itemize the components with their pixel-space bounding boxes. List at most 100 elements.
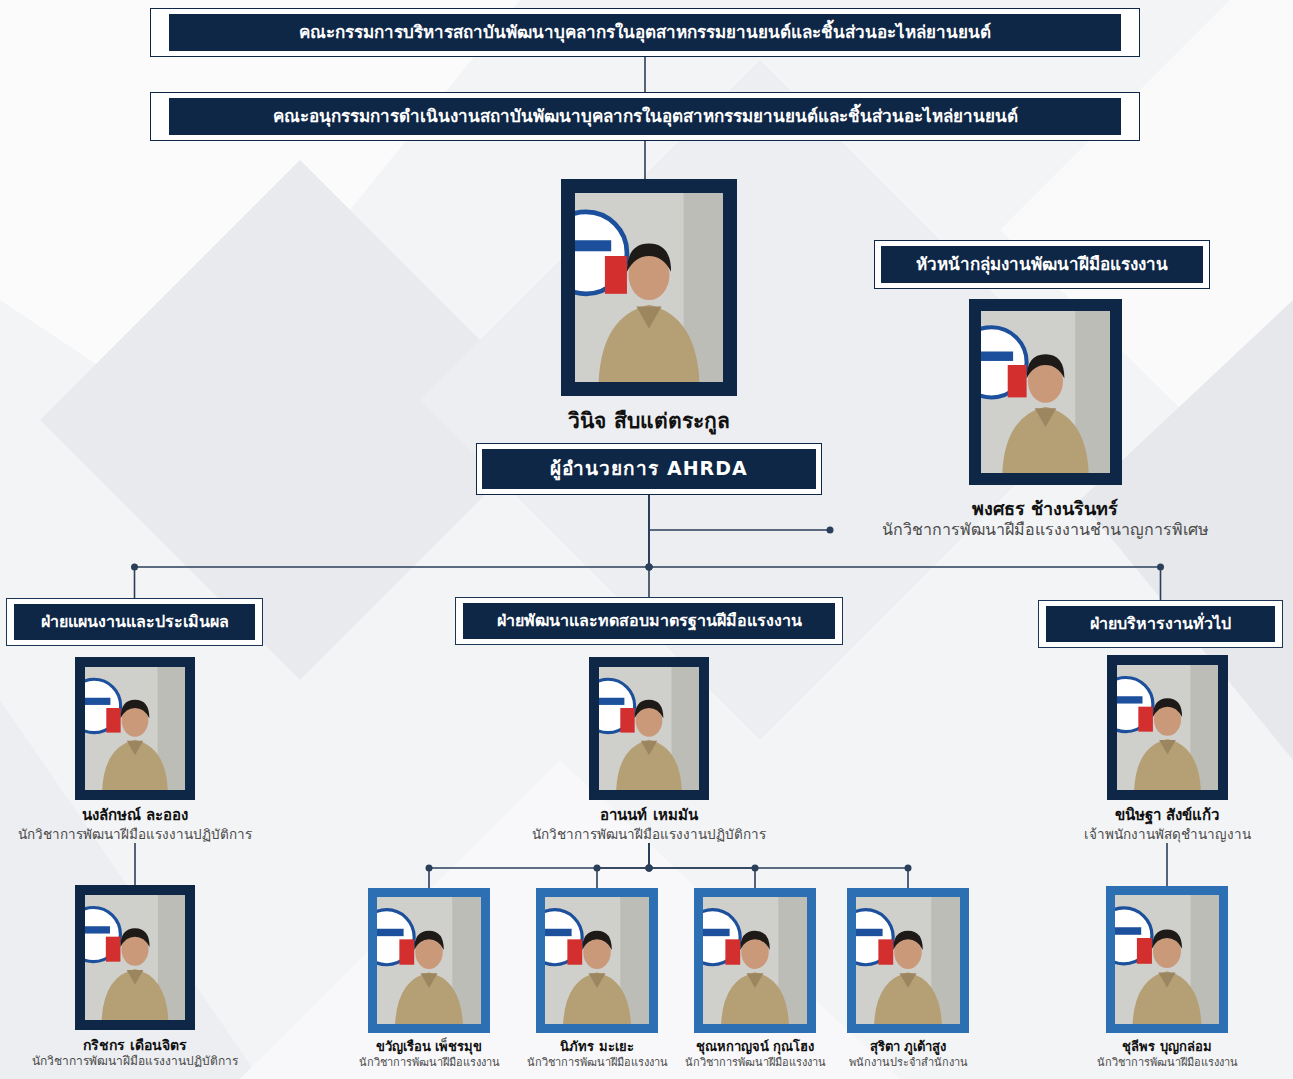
connector xyxy=(594,843,653,888)
logo-flag xyxy=(620,708,634,733)
person-name: นงลักษณ์ ละออง xyxy=(5,806,265,826)
person-name: นิภัทร มะเยะ xyxy=(521,1039,673,1056)
connector-line xyxy=(597,843,649,888)
logo-stripe xyxy=(575,240,611,251)
uniform xyxy=(102,740,168,790)
photo-frame xyxy=(969,299,1122,485)
logo-flag xyxy=(1138,707,1153,732)
band-frame: ฝ่ายบริหารงานทั่วไป xyxy=(1038,600,1283,648)
dept-node: ฝ่ายพัฒนาและทดสอบมาตรฐานฝีมือแรงงาน xyxy=(455,597,843,645)
person-name: วินิจ สืบแต่ตระกูล xyxy=(476,408,822,435)
logo-stripe xyxy=(85,698,110,705)
uniform-collar xyxy=(127,970,144,985)
logo-disc xyxy=(981,327,1027,397)
uniform-collar xyxy=(1159,740,1176,755)
connector xyxy=(645,141,646,179)
connector-line xyxy=(644,141,646,179)
portrait-photo xyxy=(703,897,807,1024)
band-node: คณะอนุกรรมการดำเนินงานสถาบันพัฒนาบุคลากร… xyxy=(150,92,1140,141)
person-node: ขนิษฐา สังข์แก้วเจ้าพนักงานพัสดุชำนาญงาน xyxy=(1047,655,1287,843)
photo-frame xyxy=(536,888,658,1033)
person-name: อานนท์ เหมมัน xyxy=(509,806,789,826)
band-frame: คณะอนุกรรมการดำเนินงานสถาบันพัฒนาบุคลากร… xyxy=(150,92,1140,141)
junction-dot xyxy=(646,865,653,872)
dept-node: ฝ่ายบริหารงานทั่วไป xyxy=(1038,600,1283,648)
department-title: ฝ่ายพัฒนาและทดสอบมาตรฐานฝีมือแรงงาน xyxy=(463,603,835,639)
department-title: ฝ่ายบริหารงานทั่วไป xyxy=(1046,606,1275,642)
photo-frame xyxy=(694,888,816,1033)
junction-dot xyxy=(131,564,138,571)
job-title: นักวิชาการพัฒนาฝีมือแรงงาน xyxy=(521,1056,673,1070)
logo-flag xyxy=(106,708,120,733)
junction-dot xyxy=(594,865,601,872)
hair xyxy=(627,243,671,271)
hair xyxy=(635,700,664,718)
person-name: พงศธร ช้างนรินทร์ xyxy=(830,497,1260,520)
logo-flag xyxy=(605,256,627,294)
connector xyxy=(135,843,136,885)
uniform-collar xyxy=(421,973,438,988)
connector-line xyxy=(135,495,650,598)
band-frame: หัวหน้ากลุ่มงานพัฒนาฝีมือแรงงาน xyxy=(874,240,1210,289)
person-node: นิภัทร มะเยะนักวิชาการพัฒนาฝีมือแรงงาน xyxy=(521,888,673,1070)
uniform xyxy=(395,972,463,1024)
junction-dot xyxy=(646,564,653,571)
junction-dot xyxy=(646,865,653,872)
logo-disc xyxy=(575,212,627,294)
logo-flag xyxy=(878,939,893,964)
uniform xyxy=(1002,407,1088,473)
connector xyxy=(131,495,653,598)
hair xyxy=(121,700,150,718)
junction-dot xyxy=(646,564,653,571)
logo-disc xyxy=(377,910,414,965)
band-title: คณะกรรมการบริหารสถาบันพัฒนาบุคลากรในอุตส… xyxy=(169,14,1121,51)
logo-stripe xyxy=(1115,927,1141,935)
uniform-collar xyxy=(641,741,657,755)
background-shape xyxy=(0,700,260,1079)
portrait-photo xyxy=(981,311,1110,473)
portrait-photo xyxy=(856,897,960,1024)
uniform-collar xyxy=(636,306,661,328)
hair xyxy=(414,931,444,950)
hair xyxy=(1152,698,1181,717)
uniform-collar xyxy=(1158,972,1175,987)
hair xyxy=(893,931,923,950)
logo-stripe xyxy=(85,926,110,933)
junction-dot xyxy=(426,865,433,872)
person-name: ขวัญเรือน เพ็ชรมุข xyxy=(353,1039,505,1056)
uniform xyxy=(599,305,700,382)
photo-frame xyxy=(1107,655,1228,800)
photo-frame xyxy=(368,888,490,1033)
person-node: ขวัญเรือน เพ็ชรมุขนักวิชาการพัฒนาฝีมือแร… xyxy=(353,888,505,1070)
photo-frame xyxy=(589,657,709,800)
logo-stripe xyxy=(856,929,883,936)
logo-disc xyxy=(545,910,582,965)
position-title: ผู้อำนวยการ AHRDA xyxy=(482,449,816,489)
job-title: นักวิชาการพัฒนาฝีมือแรงงานปฏิบัติการ xyxy=(509,826,789,844)
person-node: สุริตา ภูเต้าสูงพนักงานประจำสำนักงาน xyxy=(832,888,984,1070)
band-frame: คณะกรรมการบริหารสถาบันพัฒนาบุคลากรในอุตส… xyxy=(150,8,1140,57)
person-name: กริชกร เดือนจิตร xyxy=(5,1036,265,1054)
logo-flag xyxy=(567,939,582,964)
person-name: ชุลีพร บุญกล่อม xyxy=(1087,1039,1247,1056)
portrait-photo xyxy=(85,895,185,1020)
connector-line xyxy=(1166,843,1168,886)
uniform-collar xyxy=(589,973,606,988)
uniform-collar xyxy=(747,973,764,988)
person-name: สุริตา ภูเต้าสูง xyxy=(832,1039,984,1056)
logo-flag xyxy=(106,937,121,962)
hair xyxy=(740,931,770,950)
portrait-photo xyxy=(85,667,185,790)
uniform-collar xyxy=(127,741,143,755)
logo-stripe xyxy=(981,351,1013,360)
department-title: ฝ่ายแผนงานและประเมินผล xyxy=(14,604,255,640)
photo-frame xyxy=(847,888,969,1033)
band-frame: ผู้อำนวยการ AHRDA xyxy=(476,443,822,495)
uniform-collar xyxy=(900,973,917,988)
job-title: เจ้าพนักงานพัสดุชำนาญงาน xyxy=(1047,826,1287,844)
logo-disc xyxy=(856,910,893,965)
photo-frame xyxy=(561,179,737,396)
logo-disc xyxy=(85,679,121,732)
uniform xyxy=(616,740,682,790)
person-node: กริชกร เดือนจิตรนักวิชาการพัฒนาฝีมือแรงง… xyxy=(5,885,265,1070)
